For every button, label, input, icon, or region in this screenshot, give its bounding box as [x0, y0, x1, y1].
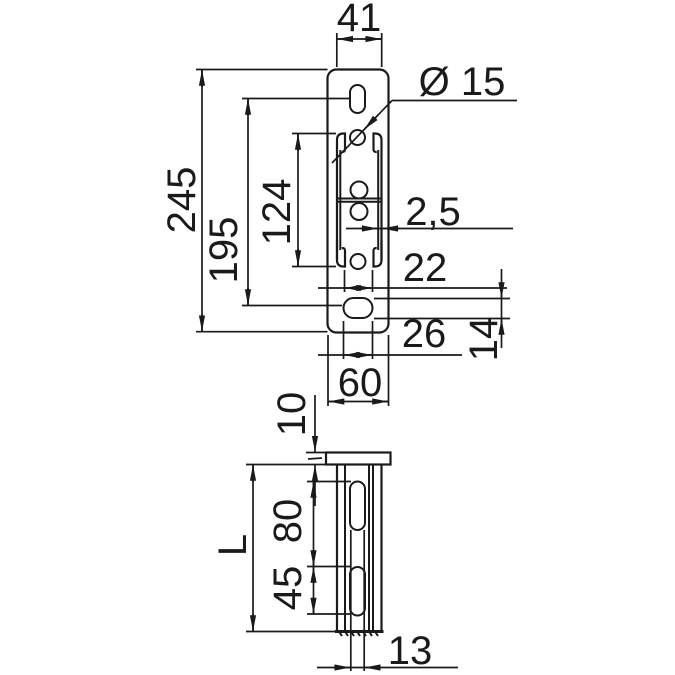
- front-view-dimensions: 41 245 195 124 Ø 15 2,5: [160, 0, 517, 406]
- side-view-dimensions: 10 L 80 45 13: [211, 392, 458, 673]
- seam-hole-lower: [349, 202, 369, 221]
- head-plate: [324, 451, 392, 466]
- base-plate-outline: [326, 68, 390, 334]
- dim-label-14: 14: [462, 317, 506, 362]
- dim-label-41: 41: [337, 0, 382, 40]
- dim-label-dia15: Ø 15: [419, 60, 506, 104]
- dim-label-195: 195: [202, 217, 246, 284]
- dim-label-80: 80: [266, 499, 310, 544]
- channel-lip-bottom-left: [335, 240, 347, 268]
- side-view: [324, 451, 392, 671]
- dim-label-L: L: [211, 534, 255, 556]
- dim-label-2-5: 2,5: [405, 190, 461, 234]
- dim-label-60: 60: [338, 361, 383, 405]
- channel-lip-bottom-right: [372, 240, 383, 268]
- channel-lip-top-right: [372, 132, 383, 260]
- seam-hole-upper: [349, 180, 369, 200]
- dim-label-245: 245: [160, 167, 204, 234]
- side-slot-upper: [349, 480, 366, 531]
- dim-label-10: 10: [270, 392, 314, 437]
- dim-label-124: 124: [255, 179, 299, 246]
- base-slot-bottom: [342, 297, 374, 319]
- front-view: [326, 68, 390, 334]
- dim-label-45: 45: [266, 566, 310, 611]
- top-slot: [349, 84, 366, 114]
- hole-bottom: [349, 253, 367, 270]
- dim-label-13: 13: [388, 629, 433, 673]
- dim-label-22: 22: [403, 246, 448, 290]
- hole-top: [349, 129, 366, 146]
